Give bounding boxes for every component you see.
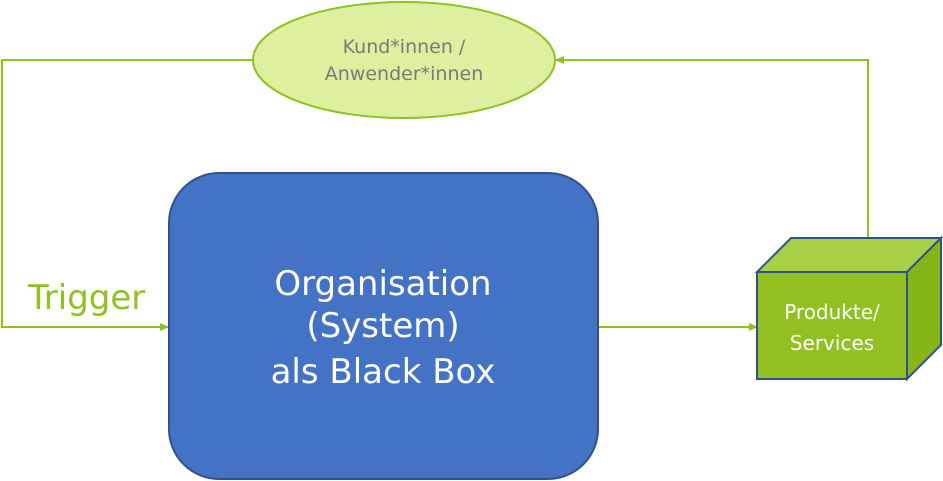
products-label-line2: Services	[790, 331, 874, 355]
products-node: Produkte/ Services	[754, 235, 943, 382]
customers-ellipse	[252, 1, 556, 119]
organisation-node: Organisation (System) als Black Box	[168, 172, 599, 480]
trigger-label: Trigger	[27, 278, 145, 318]
customers-node: Kund*innen / Anwender*innen	[252, 1, 556, 119]
products-label-line1: Produkte/	[784, 300, 880, 324]
organisation-box	[168, 172, 599, 480]
organisation-label-line3: als Black Box	[271, 352, 496, 392]
organisation-label-line1: Organisation	[274, 264, 491, 304]
organisation-label-line2: (System)	[306, 306, 459, 346]
customers-label-line1: Kund*innen /	[343, 36, 466, 58]
trigger-arrow	[1, 59, 253, 331]
feedback-arrow	[555, 56, 869, 238]
cube-front-face	[756, 271, 908, 380]
customers-label-line2: Anwender*innen	[325, 63, 483, 85]
